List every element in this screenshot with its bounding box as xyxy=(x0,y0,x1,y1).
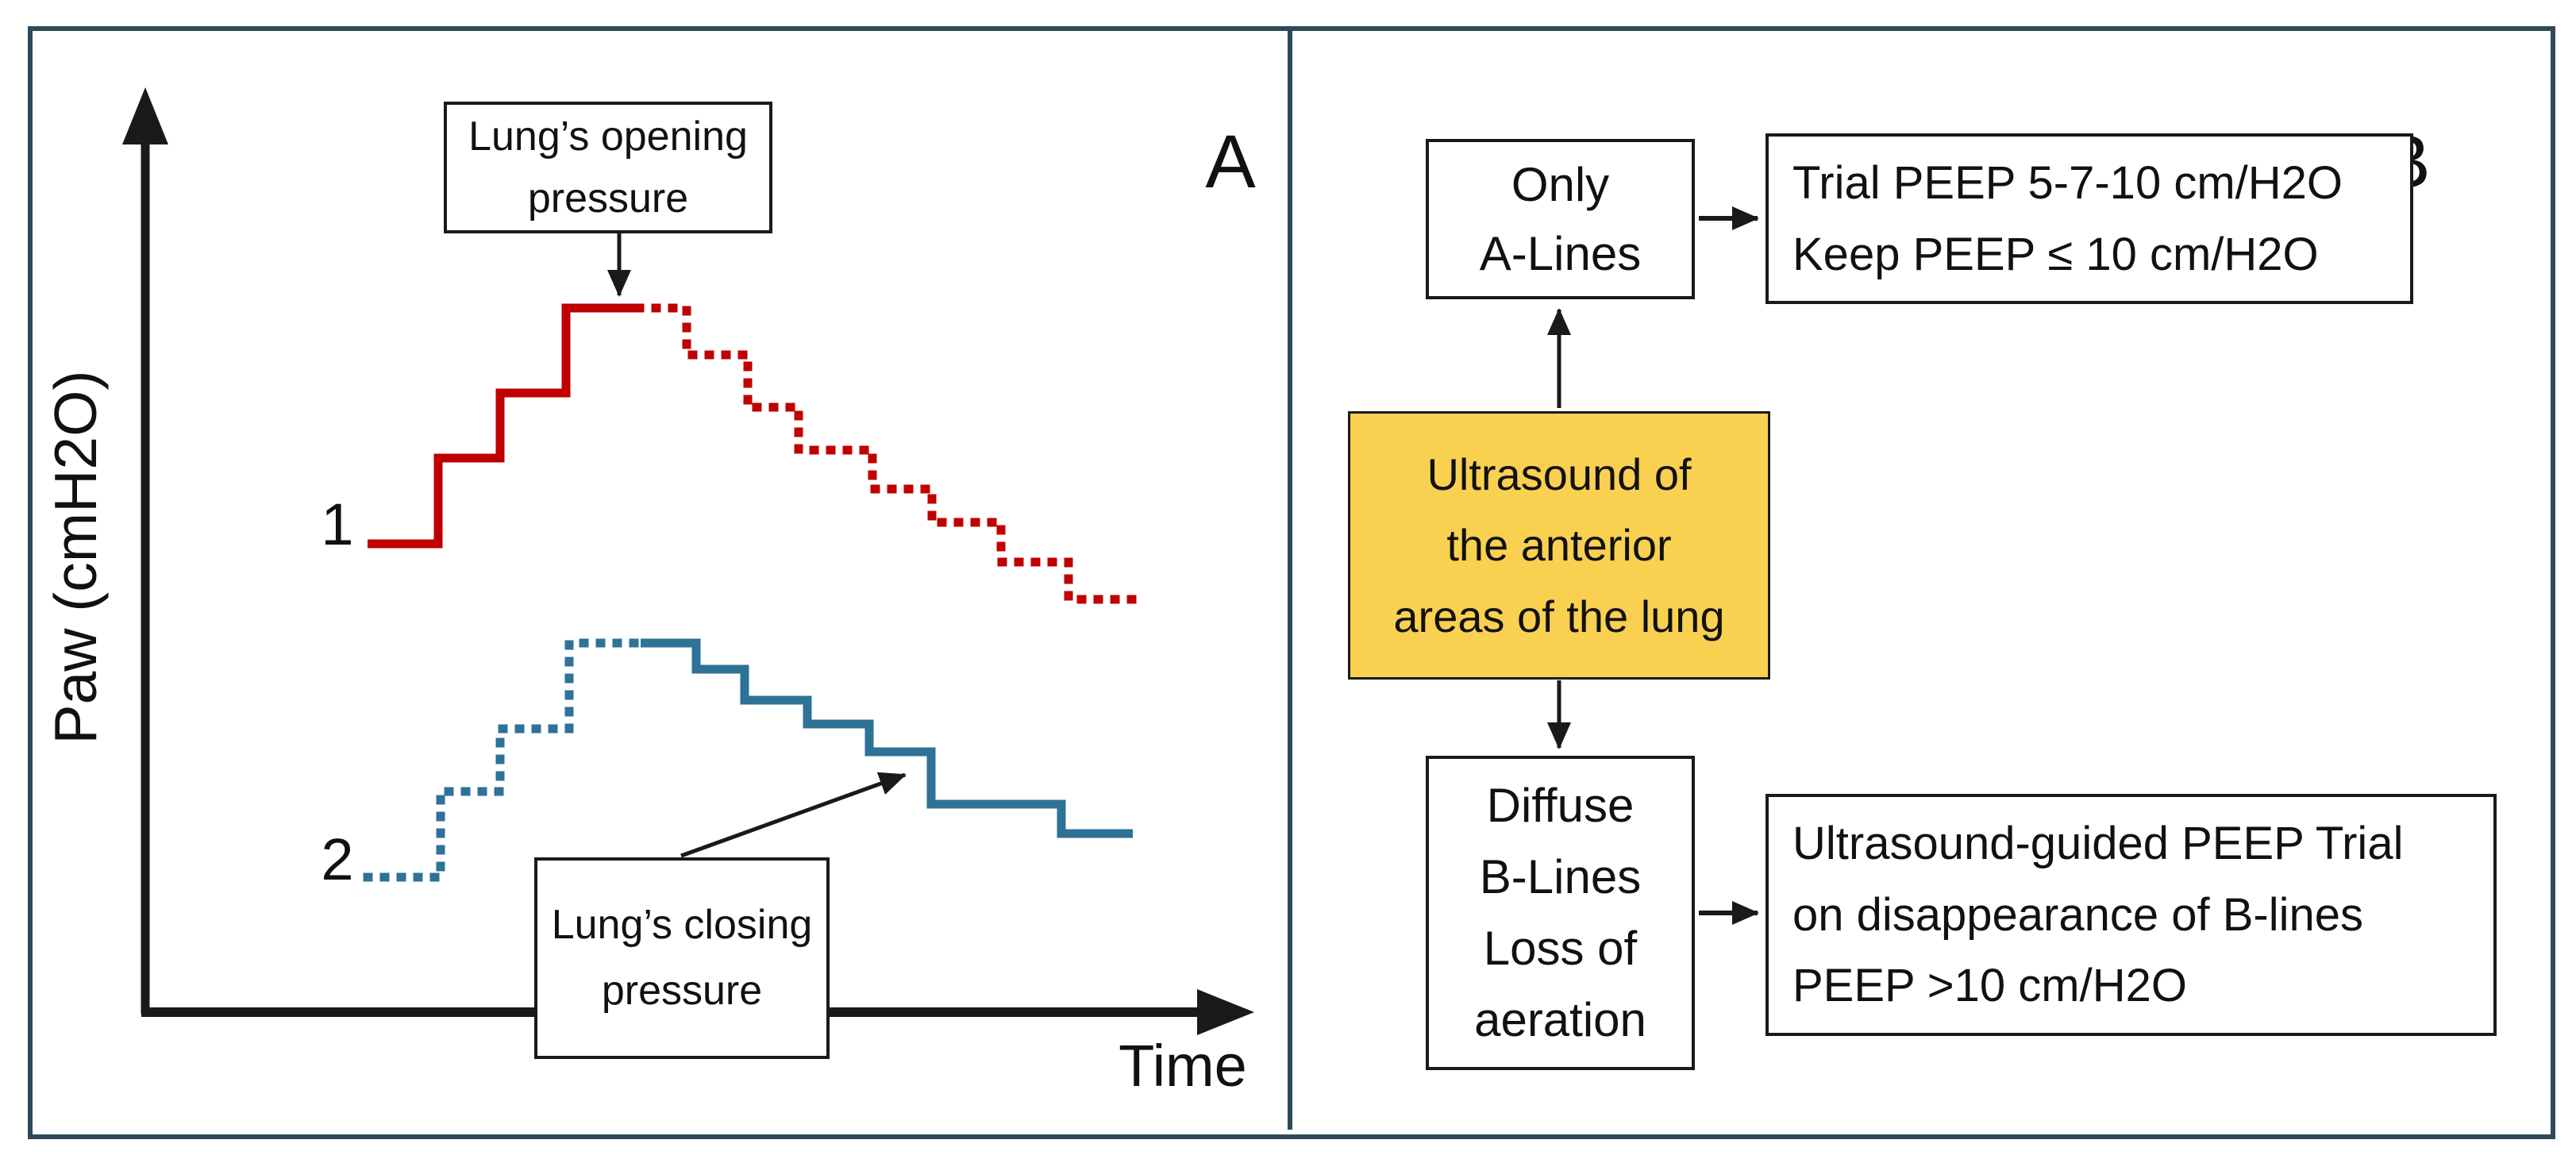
panel-a-label: A xyxy=(1205,120,1256,204)
box-diffuse-b-lines: Diffuse B-Lines Loss of aeration xyxy=(1426,756,1695,1070)
diffuse-line3: Loss of xyxy=(1483,922,1638,975)
box-trial-peep: Trial PEEP 5-7-10 cm/H2O Keep PEEP ≤ 10 … xyxy=(1765,133,2413,304)
trial-peep-line1: Trial PEEP 5-7-10 cm/H2O xyxy=(1792,156,2343,209)
only-a-lines-line2: A-Lines xyxy=(1479,227,1642,280)
closing-pressure-line1: Lung’s closing xyxy=(551,901,813,948)
peep-trial-line2: on disappearance of B-lines xyxy=(1792,888,2364,941)
box-only-a-lines: Only A-Lines xyxy=(1426,139,1695,299)
ultrasound-line2: the anterior xyxy=(1446,520,1672,571)
diffuse-line4: aeration xyxy=(1474,993,1646,1046)
curve1-label: 1 xyxy=(321,491,354,557)
curve2-label: 2 xyxy=(321,826,354,892)
diffuse-line2: B-Lines xyxy=(1479,850,1642,903)
curve1-dotted-descending xyxy=(634,303,1148,604)
only-a-lines-line1: Only xyxy=(1511,158,1610,211)
diffuse-line1: Diffuse xyxy=(1486,779,1635,832)
peep-trial-line3: PEEP >10 cm/H2O xyxy=(1792,960,2187,1012)
peep-trial-line1: Ultrasound-guided PEEP Trial xyxy=(1792,817,2404,869)
curve2-solid-descending xyxy=(641,638,1133,838)
panel-divider xyxy=(1288,26,1292,1130)
ultrasound-line1: Ultrasound of xyxy=(1427,449,1692,499)
box-peep-trial-b-lines: Ultrasound-guided PEEP Trial on disappea… xyxy=(1765,794,2497,1036)
curve2-dotted-ascending xyxy=(363,638,645,882)
y-axis-arrowhead xyxy=(122,87,168,144)
opening-pressure-box: Lung’s opening pressure xyxy=(444,102,772,233)
closing-pressure-line2: pressure xyxy=(601,968,763,1014)
x-axis-label: Time xyxy=(1119,1033,1247,1099)
opening-pressure-line1: Lung’s opening xyxy=(468,114,748,160)
opening-pressure-line2: pressure xyxy=(527,175,689,221)
x-axis-arrowhead xyxy=(1197,989,1254,1035)
curve1-solid-ascending xyxy=(368,303,639,549)
closing-pressure-arrow xyxy=(680,772,907,858)
trial-peep-line2: Keep PEEP ≤ 10 cm/H2O xyxy=(1792,228,2319,280)
ultrasound-line3: areas of the lung xyxy=(1393,591,1725,641)
closing-pressure-box: Lung’s closing pressure xyxy=(534,857,830,1059)
y-axis-label: Paw (cmH2O) xyxy=(42,370,109,745)
box-ultrasound-anterior: Ultrasound of the anterior areas of the … xyxy=(1348,411,1770,680)
